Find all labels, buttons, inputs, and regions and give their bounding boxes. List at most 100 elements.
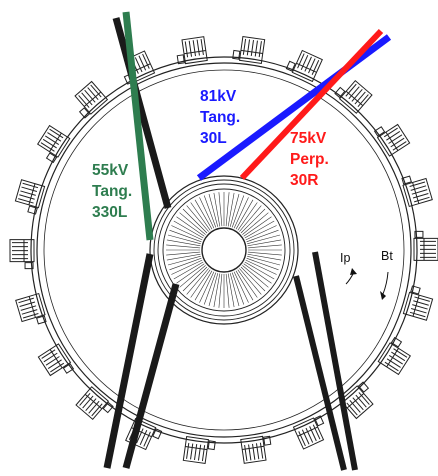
coil-spoke bbox=[246, 257, 279, 271]
coil-spoke bbox=[229, 193, 240, 227]
port-bar bbox=[240, 49, 263, 54]
port-fin bbox=[352, 397, 364, 411]
coil-spoke bbox=[167, 255, 201, 266]
port-fin bbox=[388, 134, 403, 144]
port-fin bbox=[354, 91, 366, 105]
port-fin bbox=[45, 356, 60, 366]
toroidal-field-arrowhead bbox=[380, 291, 386, 300]
beam-label-energy-30l: 81kV bbox=[200, 88, 237, 105]
center-column-ring-2 bbox=[153, 179, 295, 321]
toroidal-field-label: Bt bbox=[381, 249, 393, 263]
port-assembly bbox=[232, 35, 266, 64]
port-fin bbox=[84, 89, 96, 103]
coil-spoke bbox=[203, 272, 217, 305]
toroidal-field-arrow bbox=[382, 271, 389, 295]
coil-spoke bbox=[167, 234, 201, 245]
port-fin bbox=[309, 426, 317, 442]
port-assembly bbox=[74, 80, 109, 119]
port-fin bbox=[351, 89, 363, 102]
port-fin bbox=[20, 190, 36, 196]
beam-label-tang-30l: 81kV Tang. 30L bbox=[200, 88, 245, 147]
center-column-bore bbox=[201, 227, 247, 273]
port-fin bbox=[304, 56, 312, 72]
beam-label-tang-330l: 55kV Tang. 330L bbox=[92, 162, 137, 221]
port-fin bbox=[410, 307, 427, 314]
vacuum-vessel bbox=[30, 56, 418, 444]
port-fin bbox=[22, 182, 39, 189]
beam-label-type-30l: Tang. bbox=[200, 109, 240, 126]
port-assembly bbox=[401, 175, 433, 208]
port-fin bbox=[47, 359, 62, 369]
port-fin bbox=[386, 358, 401, 368]
port-fin bbox=[355, 394, 367, 408]
port-fin bbox=[392, 141, 407, 151]
port-fin bbox=[301, 429, 310, 445]
port-bar bbox=[28, 183, 36, 205]
coil-spoke bbox=[240, 266, 266, 292]
port-fin bbox=[91, 403, 103, 417]
port-fin bbox=[50, 362, 65, 373]
coil-spoke bbox=[247, 234, 281, 245]
coil-spoke bbox=[199, 271, 215, 303]
port-fin bbox=[413, 300, 429, 306]
port-fin bbox=[259, 442, 264, 459]
coil-spoke bbox=[247, 251, 282, 256]
beam-label-type-330l: Tang. bbox=[92, 183, 132, 200]
coil-spoke bbox=[245, 225, 277, 241]
beam-perp-30r bbox=[239, 28, 384, 181]
port-fin bbox=[134, 57, 143, 73]
port-assembly bbox=[75, 386, 114, 421]
port-fin bbox=[22, 313, 39, 319]
coil-spoke bbox=[179, 212, 206, 235]
port-fin bbox=[298, 431, 306, 447]
port-fin bbox=[88, 400, 100, 414]
coil-spoke bbox=[247, 253, 282, 261]
coil-spoke bbox=[171, 225, 203, 241]
port-bar bbox=[296, 62, 317, 73]
port-assembly bbox=[36, 124, 71, 164]
coil-spoke bbox=[233, 197, 249, 229]
port-fin bbox=[349, 400, 361, 413]
port-fin bbox=[390, 137, 405, 148]
port-fin bbox=[45, 135, 60, 145]
beam-label-energy-30r: 75kV bbox=[290, 130, 327, 147]
coil-spoke bbox=[179, 265, 206, 288]
port-fin bbox=[409, 311, 426, 318]
port-fin bbox=[348, 86, 360, 100]
port-fin bbox=[196, 39, 200, 56]
coil-spoke bbox=[186, 268, 209, 295]
port-fin bbox=[20, 305, 37, 311]
coil-spoke bbox=[225, 273, 230, 308]
coil-spoke bbox=[227, 192, 235, 227]
black-beam-line bbox=[293, 275, 347, 471]
coil-spoke bbox=[173, 220, 204, 239]
coil-spoke bbox=[166, 253, 201, 261]
beam-label-angle-330l: 330L bbox=[92, 204, 127, 221]
port-bar bbox=[185, 446, 208, 451]
port-fin bbox=[18, 297, 34, 304]
port-bar bbox=[412, 295, 420, 317]
port-fin bbox=[43, 352, 58, 363]
coil-spoke bbox=[239, 268, 262, 295]
port-bar bbox=[297, 426, 318, 437]
port-assembly bbox=[37, 343, 75, 377]
port-fin bbox=[244, 445, 248, 461]
port-fin bbox=[90, 84, 102, 98]
coil-spoke bbox=[186, 205, 209, 232]
port-fin bbox=[85, 398, 97, 411]
port-bracket bbox=[314, 415, 325, 427]
port-assembly bbox=[14, 179, 46, 215]
port-assembly bbox=[9, 239, 35, 270]
port-fin bbox=[410, 185, 427, 191]
black-beam-line bbox=[112, 17, 172, 209]
port-fin bbox=[308, 58, 316, 74]
port-fin bbox=[188, 40, 193, 57]
coil-spoke bbox=[166, 239, 201, 247]
plasma-current-arrowhead bbox=[350, 268, 357, 275]
coil-spoke bbox=[176, 216, 205, 237]
port-fin bbox=[19, 301, 36, 308]
port-fin bbox=[250, 39, 254, 56]
port-fin bbox=[186, 442, 190, 459]
coil-spoke bbox=[244, 220, 275, 239]
